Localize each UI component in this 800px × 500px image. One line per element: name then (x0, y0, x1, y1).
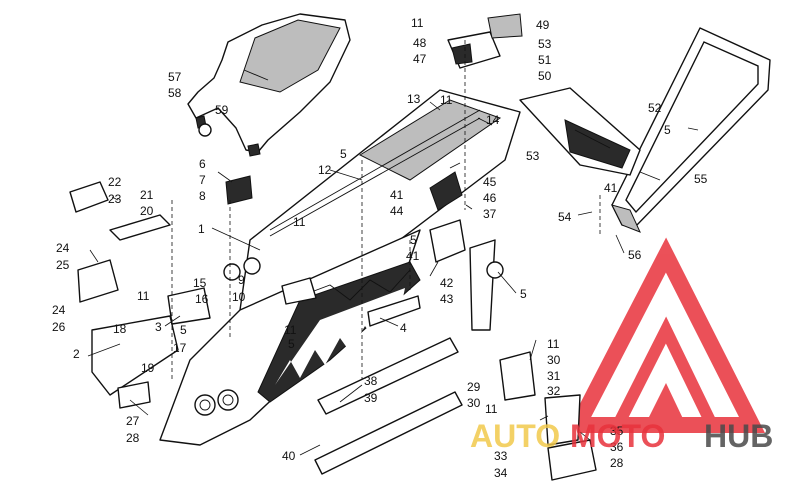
callout-11d: 11 (137, 289, 150, 303)
watermark-text: AUTO MOTO HUB (470, 418, 773, 454)
callout-11b: 11 (440, 93, 453, 107)
callout-43: 43 (440, 292, 454, 306)
watermark-auto: AUTO (470, 418, 560, 454)
callout-labels: 1 2 3 4 5 5 5 5 5 5 6 7 8 9 10 11 11 11 … (52, 16, 708, 480)
callout-23: 23 (108, 192, 122, 206)
callout-53a: 53 (538, 37, 552, 51)
callout-9: 9 (238, 273, 245, 287)
callout-20: 20 (140, 204, 154, 218)
callout-57: 57 (168, 70, 182, 84)
callout-19: 19 (141, 361, 155, 375)
callout-39: 39 (364, 391, 378, 405)
callout-46: 46 (483, 191, 497, 205)
callout-1: 1 (198, 222, 205, 236)
leader-lines (87, 101, 699, 456)
callout-41b: 41 (406, 249, 420, 263)
callout-51: 51 (538, 53, 552, 67)
callout-50: 50 (538, 69, 552, 83)
callout-11f: 11 (547, 337, 560, 351)
callout-32: 32 (547, 384, 561, 398)
callout-24a: 24 (56, 241, 70, 255)
callout-58: 58 (168, 86, 182, 100)
callout-34: 34 (494, 466, 508, 480)
rail-shaft (314, 337, 463, 475)
callout-11e: 11 (284, 323, 297, 337)
callout-47: 47 (413, 52, 427, 66)
callout-30a: 30 (547, 353, 561, 367)
callout-28a: 28 (126, 431, 140, 445)
callout-11a: 11 (411, 16, 424, 30)
callout-48: 48 (413, 36, 427, 50)
callout-5b: 5 (410, 233, 417, 247)
callout-21: 21 (140, 188, 154, 202)
callout-5d: 5 (288, 337, 295, 351)
taillight-bracket (447, 13, 523, 69)
callout-30b: 30 (467, 396, 481, 410)
callout-2: 2 (73, 347, 80, 361)
callout-42: 42 (440, 276, 454, 290)
callout-45: 45 (483, 175, 497, 189)
callout-53b: 53 (526, 149, 540, 163)
callout-4: 4 (400, 321, 407, 335)
callout-5c: 5 (180, 323, 187, 337)
rear-bumper (611, 27, 771, 233)
callout-11g: 11 (485, 402, 498, 416)
callout-41a: 41 (390, 188, 404, 202)
callout-38: 38 (364, 374, 378, 388)
callout-54: 54 (558, 210, 572, 224)
callout-22: 22 (108, 175, 122, 189)
callout-28b: 28 (610, 456, 624, 470)
callout-27: 27 (126, 414, 140, 428)
callout-25: 25 (56, 258, 70, 272)
callout-3: 3 (155, 320, 162, 334)
rear-flap (519, 87, 641, 176)
callout-7: 7 (199, 173, 206, 187)
callout-33: 33 (494, 449, 508, 463)
callout-29: 29 (467, 380, 481, 394)
callout-5a: 5 (340, 147, 347, 161)
callout-56: 56 (628, 248, 642, 262)
callout-6: 6 (199, 157, 206, 171)
callout-40: 40 (282, 449, 296, 463)
callout-16: 16 (195, 292, 209, 306)
callout-59: 59 (215, 103, 229, 117)
callout-8: 8 (199, 189, 206, 203)
callout-24b: 24 (52, 303, 66, 317)
callout-18: 18 (113, 322, 127, 336)
small-parts (69, 175, 597, 481)
callout-11c: 11 (293, 215, 306, 229)
callout-49: 49 (536, 18, 550, 32)
seat (187, 13, 351, 157)
callout-36: 36 (610, 440, 624, 454)
callout-5e: 5 (520, 287, 527, 301)
callout-55: 55 (694, 172, 708, 186)
callout-17: 17 (173, 341, 187, 355)
callout-44: 44 (390, 204, 404, 218)
callout-37: 37 (483, 207, 497, 221)
watermark-hub: HUB (704, 418, 773, 454)
callout-52: 52 (648, 101, 662, 115)
callout-41c: 41 (604, 181, 618, 195)
callout-12: 12 (318, 163, 332, 177)
callout-15: 15 (193, 276, 207, 290)
watermark-moto: MOTO (570, 418, 665, 454)
callout-14: 14 (486, 113, 500, 127)
callout-31: 31 (547, 369, 561, 383)
callout-35: 35 (610, 424, 624, 438)
callout-26: 26 (52, 320, 66, 334)
reference-lines (171, 40, 601, 380)
callout-5f: 5 (664, 123, 671, 137)
watermark-logo (564, 237, 766, 433)
callout-13: 13 (407, 92, 421, 106)
callout-10: 10 (232, 290, 246, 304)
